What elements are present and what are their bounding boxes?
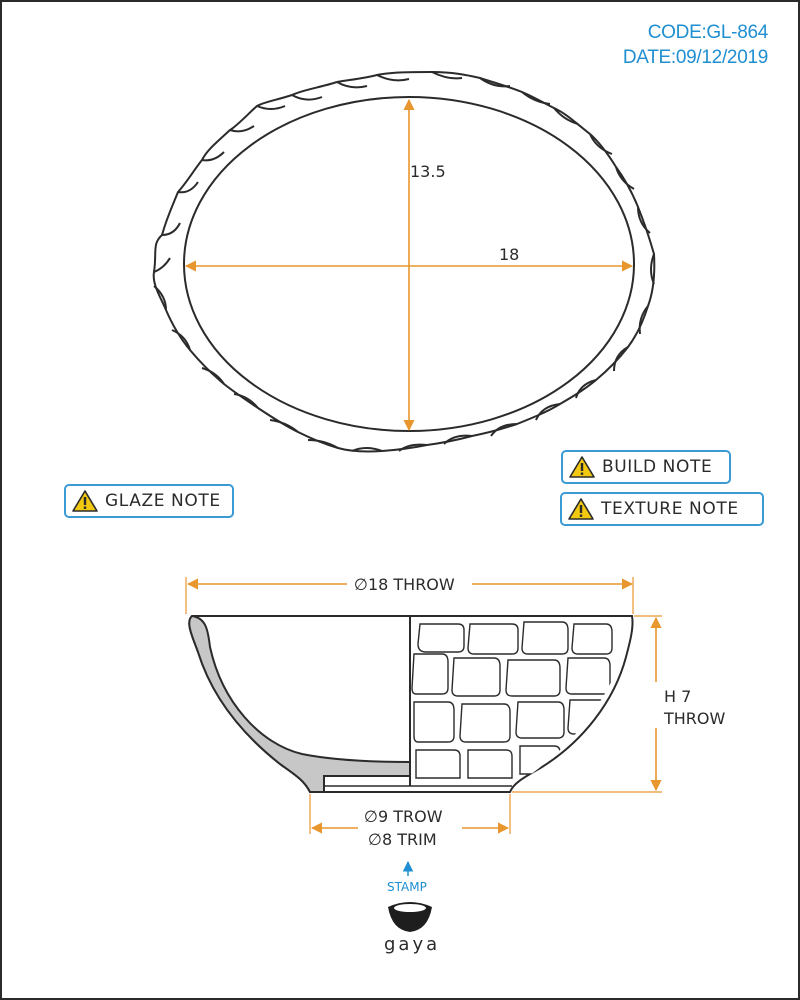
texture-note-label: TEXTURE NOTE <box>601 499 739 519</box>
top-diameter-label: ∅18 THROW <box>354 575 455 594</box>
top-width-label: 18 <box>499 245 519 264</box>
label-backdrop <box>642 682 726 728</box>
brand-bowl-logo <box>388 902 432 932</box>
top-view: 13.5 18 <box>152 70 656 453</box>
rim-scallops <box>153 71 655 452</box>
warning-triangle-icon <box>568 498 594 520</box>
label-backdrop <box>347 572 472 594</box>
build-note-button[interactable]: BUILD NOTE <box>561 450 731 484</box>
trim-diameter-label: ∅8 TRIM <box>368 830 437 849</box>
warning-triangle-icon <box>569 456 595 478</box>
product-code: CODE:GL-864 <box>647 22 769 43</box>
base-diameter-label: ∅9 TROW <box>364 807 443 826</box>
label-backdrop <box>358 820 462 850</box>
stamp-mark: STAMP gaya <box>384 860 440 955</box>
stamp-label: STAMP <box>387 880 427 894</box>
top-height-label: 13.5 <box>410 162 446 181</box>
build-note-label: BUILD NOTE <box>602 457 713 477</box>
scalloped-rim <box>152 70 656 453</box>
section-view: ∅18 THROW H 7 THROW ∅9 TROW ∅8 TRIM <box>185 572 726 850</box>
texture-note-button[interactable]: TEXTURE NOTE <box>560 492 764 526</box>
glaze-note-button[interactable]: GLAZE NOTE <box>64 484 234 518</box>
warning-triangle-icon <box>72 490 98 512</box>
height-label-line1: H 7 <box>664 687 691 706</box>
height-label-line2: THROW <box>663 709 726 728</box>
drawing-date: DATE:09/12/2019 <box>622 47 768 68</box>
brand-name: gaya <box>384 934 440 955</box>
glaze-note-label: GLAZE NOTE <box>105 491 221 511</box>
